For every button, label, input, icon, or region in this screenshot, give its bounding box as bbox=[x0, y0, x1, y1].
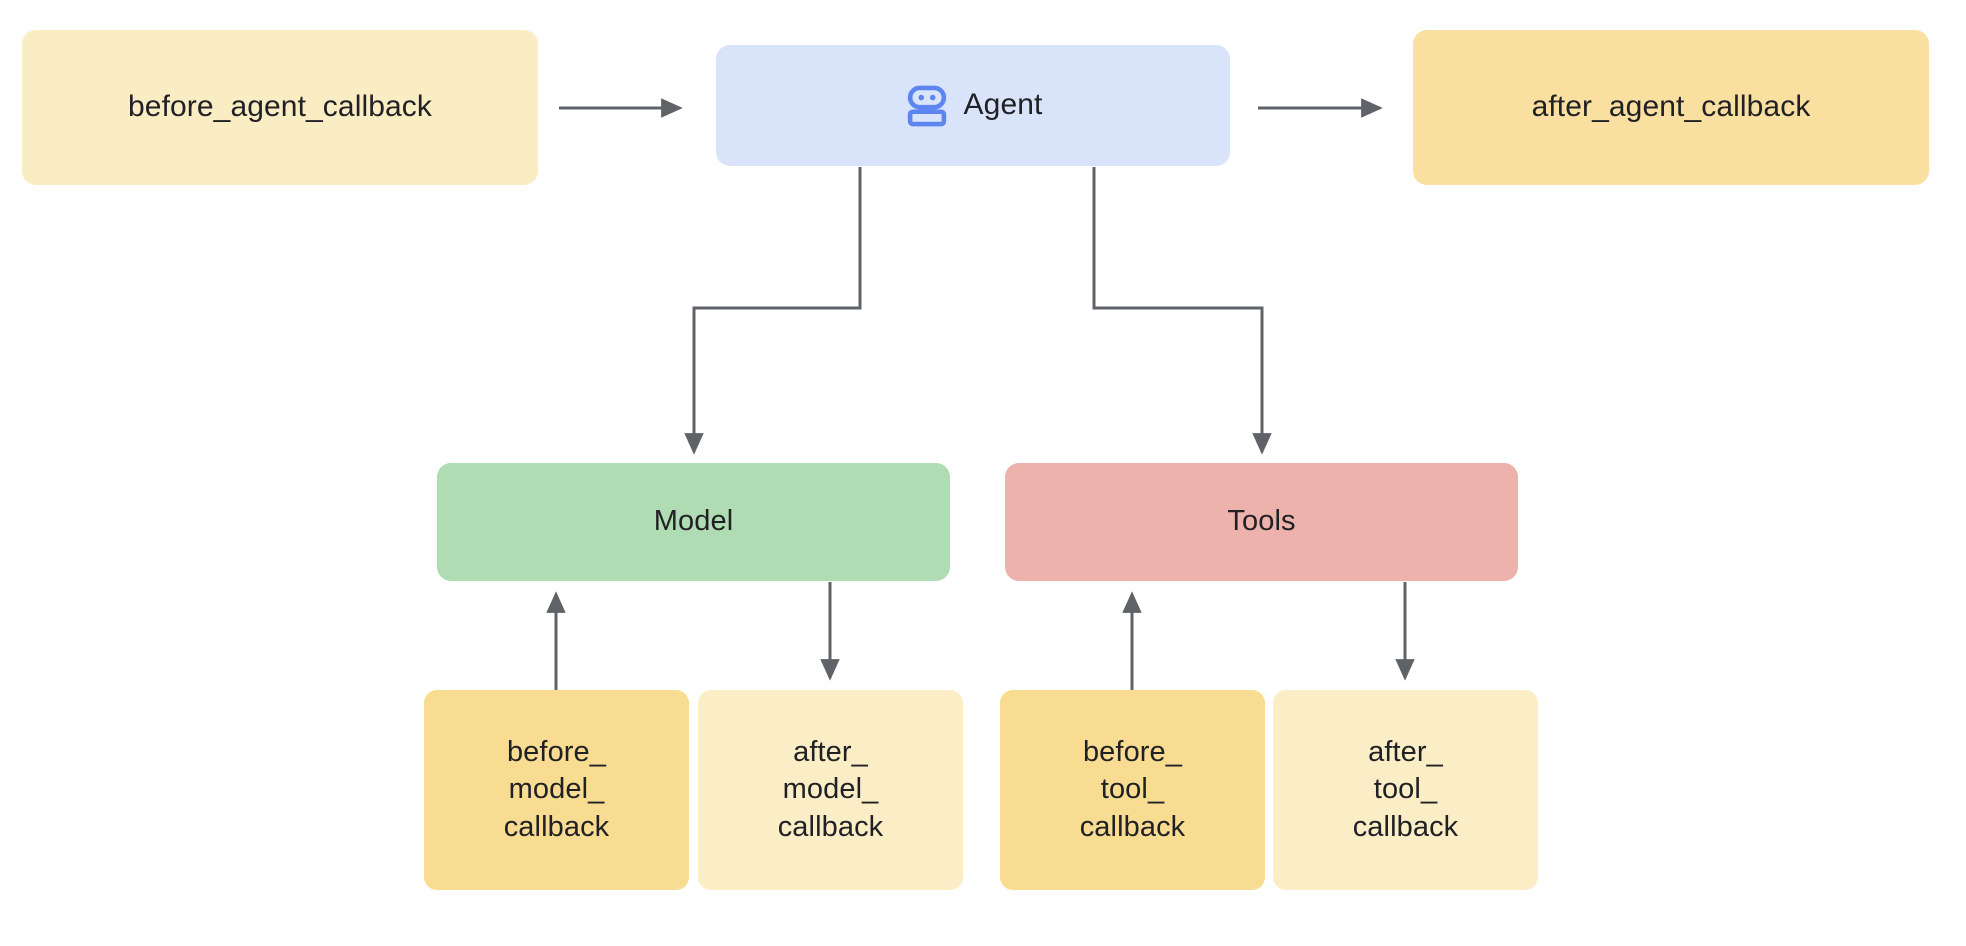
node-tools[interactable]: Tools bbox=[1005, 463, 1518, 581]
node-label: Tools bbox=[1227, 505, 1296, 538]
edge-agent-to-model bbox=[684, 167, 862, 455]
node-label: before_ tool_ callback bbox=[1079, 736, 1186, 843]
node-label: before_ model_ callback bbox=[503, 736, 610, 843]
robot-icon bbox=[907, 85, 946, 126]
node-after-agent-callback[interactable]: after_agent_callback bbox=[1413, 30, 1929, 185]
node-agent[interactable]: Agent bbox=[716, 45, 1230, 166]
node-label: after_ tool_ callback bbox=[1352, 736, 1459, 843]
node-label: before_agent_callback bbox=[128, 90, 432, 124]
node-model[interactable]: Model bbox=[437, 463, 950, 581]
node-label: after_ model_ callback bbox=[777, 736, 884, 843]
node-before-agent-callback[interactable]: before_agent_callback bbox=[22, 30, 538, 185]
node-before-tool-callback[interactable]: before_ tool_ callback bbox=[1000, 690, 1265, 890]
node-label: Agent bbox=[963, 88, 1043, 122]
node-before-model-callback[interactable]: before_ model_ callback bbox=[424, 690, 689, 890]
node-label: Model bbox=[653, 505, 734, 538]
node-after-tool-callback[interactable]: after_ tool_ callback bbox=[1273, 690, 1538, 890]
edge-agent-to-tools bbox=[1092, 167, 1272, 455]
node-label: after_agent_callback bbox=[1531, 90, 1811, 124]
node-after-model-callback[interactable]: after_ model_ callback bbox=[698, 690, 963, 890]
